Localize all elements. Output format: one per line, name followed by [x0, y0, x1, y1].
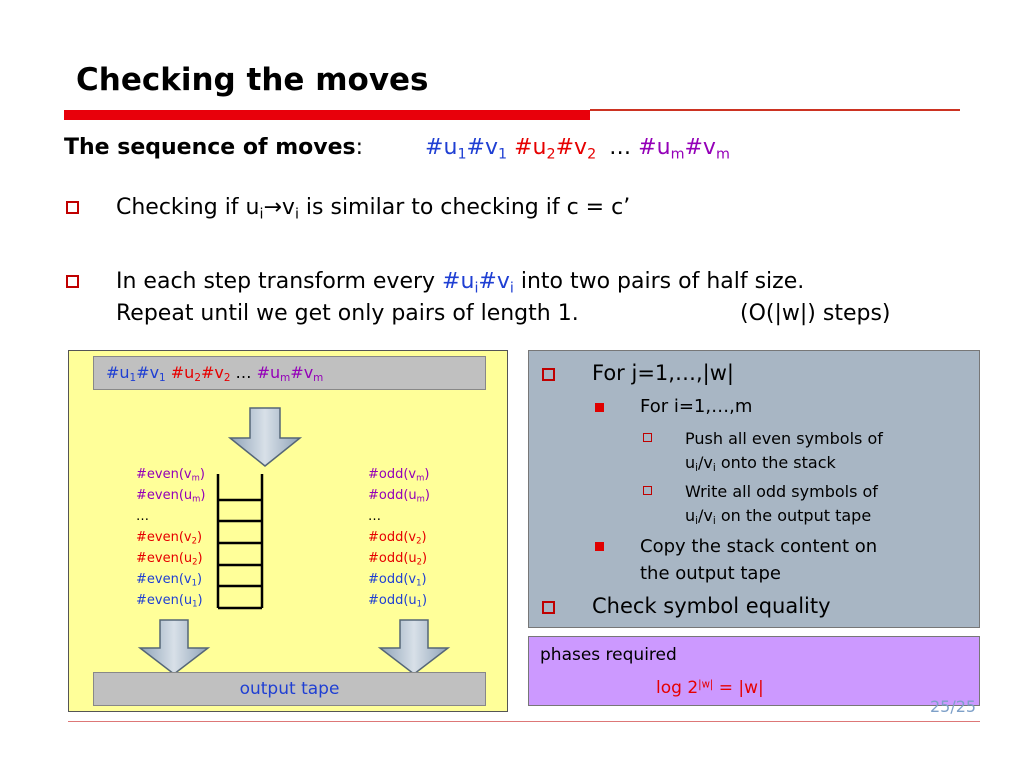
sequence-label: The sequence of moves: [64, 135, 356, 160]
output-tape-bar: output tape: [93, 672, 486, 706]
footer-rule: [68, 721, 980, 722]
seq-ellipsis: …: [609, 135, 632, 160]
page-number: 25/25: [930, 697, 977, 716]
phases-panel: [528, 636, 980, 706]
bullet-2: In each step transform every #ui#vi into…: [116, 269, 805, 297]
stack-diagram-svg: [137, 407, 451, 672]
input-sequence-bar: #u1#v1 #u2#v2 … #um#vm: [93, 356, 486, 390]
square-bullet-icon: [595, 542, 604, 551]
algo-for-i: For i=1,…,m: [640, 396, 753, 417]
bullet-box-icon: [66, 201, 79, 214]
algo-write: Write all odd symbols of ui/vi on the ou…: [685, 482, 878, 528]
title-rule: [590, 109, 960, 111]
stack-labels-odd: #odd(vm) #odd(um) … #odd(v2) #odd(u2) #o…: [368, 467, 430, 609]
down-arrow-icon: [137, 619, 211, 672]
algo-push: Push all even symbols of ui/vi onto the …: [685, 429, 883, 475]
algo-check: Check symbol equality: [592, 594, 831, 618]
seq-um: #um#vm: [638, 135, 730, 163]
bullet-box-icon: [66, 275, 79, 288]
bullet-2-steps: (O(|w|) steps): [740, 301, 891, 326]
sequence-colon: :: [355, 135, 364, 160]
phases-label: phases required: [540, 645, 677, 665]
square-bullet-icon: [595, 403, 604, 412]
algorithm-panel: [528, 350, 980, 628]
seq-u1: #u1#v1: [425, 135, 508, 163]
bullet-box-icon: [643, 486, 652, 495]
algo-copy: Copy the stack content on the output tap…: [640, 536, 878, 584]
down-arrow-icon: [227, 407, 303, 467]
bullet-2-line-2: Repeat until we get only pairs of length…: [116, 301, 579, 326]
slide-title: Checking the moves: [76, 62, 429, 98]
bullet-1: Checking if ui→vi is similar to checking…: [116, 195, 631, 223]
bullet-box-icon: [542, 601, 555, 614]
seq-u2: #u2#v2: [514, 135, 597, 163]
bullet-box-icon: [542, 368, 555, 381]
stack-labels-even: #even(vm) #even(um) … #even(v2) #even(u2…: [136, 467, 206, 609]
phases-formula: log 2|w| = |w|: [656, 678, 764, 698]
down-arrow-icon: [377, 619, 451, 672]
algo-for-j: For j=1,…,|w|: [592, 361, 734, 385]
stack-icon: [216, 474, 264, 610]
title-underline: [64, 110, 590, 120]
sequence-line: The sequence of moves: #u1#v1 #u2#v2 … #u…: [64, 135, 730, 163]
bullet-box-icon: [643, 433, 652, 442]
